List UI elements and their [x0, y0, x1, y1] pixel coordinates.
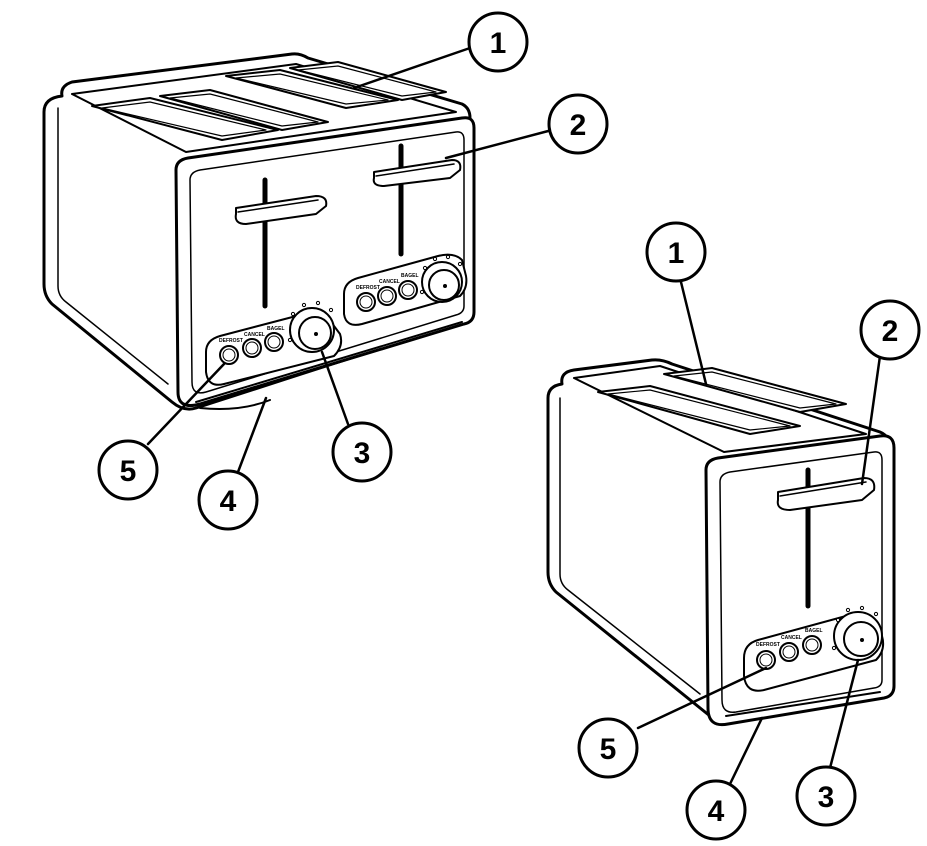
bagel-label-two-slice: BAGEL	[805, 628, 823, 634]
callout-4-two-slice: 4	[685, 779, 747, 841]
slot-3-inner	[235, 73, 389, 105]
svg-text:1: 1	[490, 27, 507, 60]
browning-dial-right	[419, 254, 463, 303]
callout-2-two-slice: 2	[859, 299, 921, 361]
slot-b-inner	[673, 371, 837, 409]
bagel-button-two-slice: BAGEL	[802, 628, 823, 655]
two-slice-side-inner	[559, 397, 701, 695]
leader-3-two-slice	[828, 658, 860, 770]
svg-text:4: 4	[708, 795, 725, 828]
svg-text:2: 2	[882, 315, 899, 348]
defrost-label-right: DEFROST	[356, 285, 380, 291]
defrost-button-left: DEFROST	[219, 338, 243, 365]
slot-1-inner	[101, 101, 267, 137]
callout-5-two-slice: 5	[577, 717, 639, 779]
svg-text:5: 5	[120, 455, 137, 488]
callout-3-four-slice: 3	[331, 421, 393, 483]
slot-1	[91, 97, 279, 141]
carriage-lever-right	[372, 159, 462, 187]
bagel-label-left: BAGEL	[267, 326, 285, 332]
leader-4-two-slice	[728, 716, 764, 786]
svg-text:3: 3	[354, 437, 371, 470]
defrost-label-two-slice: DEFROST	[756, 642, 780, 648]
svg-text:4: 4	[220, 485, 237, 518]
leader-1-four-slice	[352, 46, 472, 90]
leader-5-two-slice	[636, 666, 768, 730]
slot-a-inner	[607, 389, 791, 431]
bagel-button-right: BAGEL	[398, 273, 419, 300]
carriage-lever-left	[234, 195, 328, 225]
svg-text:2: 2	[570, 109, 587, 142]
leader-5-four-slice	[146, 362, 226, 446]
bagel-button-left: BAGEL	[264, 326, 285, 352]
cancel-label-right: CANCEL	[379, 279, 400, 285]
slot-3	[225, 69, 399, 109]
bagel-label-right: BAGEL	[401, 273, 419, 279]
cancel-button-two-slice: CANCEL	[779, 635, 802, 662]
svg-text:1: 1	[668, 237, 685, 270]
defrost-button-right: DEFROST	[356, 285, 380, 312]
two-slice-bottom-trim	[725, 691, 881, 717]
slot-4	[289, 61, 447, 101]
cancel-button-left: CANCEL	[242, 332, 265, 358]
two-slice-toaster: DEFROST CANCEL BAGEL	[546, 221, 921, 841]
callout-4-four-slice: 4	[197, 469, 259, 531]
carriage-lever-two-slice	[776, 477, 876, 511]
slot-2	[159, 89, 329, 131]
four-slice-bottom-trim	[195, 321, 463, 403]
four-slice-toaster: DEFROST CANCEL BAGEL	[42, 11, 609, 531]
slot-2-inner	[169, 93, 319, 127]
cancel-button-right: CANCEL	[377, 279, 400, 306]
four-slice-side-inner	[57, 107, 169, 385]
leader-2-four-slice	[444, 128, 554, 160]
control-panel-two-slice: DEFROST CANCEL BAGEL	[743, 605, 885, 692]
control-panel-left: DEFROST CANCEL BAGEL	[205, 300, 343, 386]
browning-dial-left	[287, 300, 335, 353]
slot-4-inner	[297, 65, 437, 97]
callout-1-four-slice: 1	[467, 11, 529, 73]
callout-1-two-slice: 1	[645, 221, 707, 283]
browning-dial-two-slice	[831, 605, 883, 661]
leader-4-four-slice	[236, 396, 268, 474]
cancel-label-two-slice: CANCEL	[781, 635, 802, 641]
svg-text:5: 5	[600, 733, 617, 766]
callout-5-four-slice: 5	[97, 439, 159, 501]
slot-b	[663, 367, 847, 413]
defrost-label-left: DEFROST	[219, 338, 243, 344]
leader-1-two-slice	[678, 276, 708, 386]
leader-2-two-slice	[860, 354, 882, 486]
slot-a	[597, 385, 801, 435]
two-slice-front-bezel	[719, 451, 883, 713]
svg-text:3: 3	[818, 781, 835, 814]
callout-2-four-slice: 2	[547, 93, 609, 155]
callout-3-two-slice: 3	[795, 765, 857, 827]
leader-3-four-slice	[320, 350, 350, 426]
control-panel-right: DEFROST CANCEL BAGEL	[343, 253, 468, 326]
cancel-label-left: CANCEL	[244, 332, 265, 338]
